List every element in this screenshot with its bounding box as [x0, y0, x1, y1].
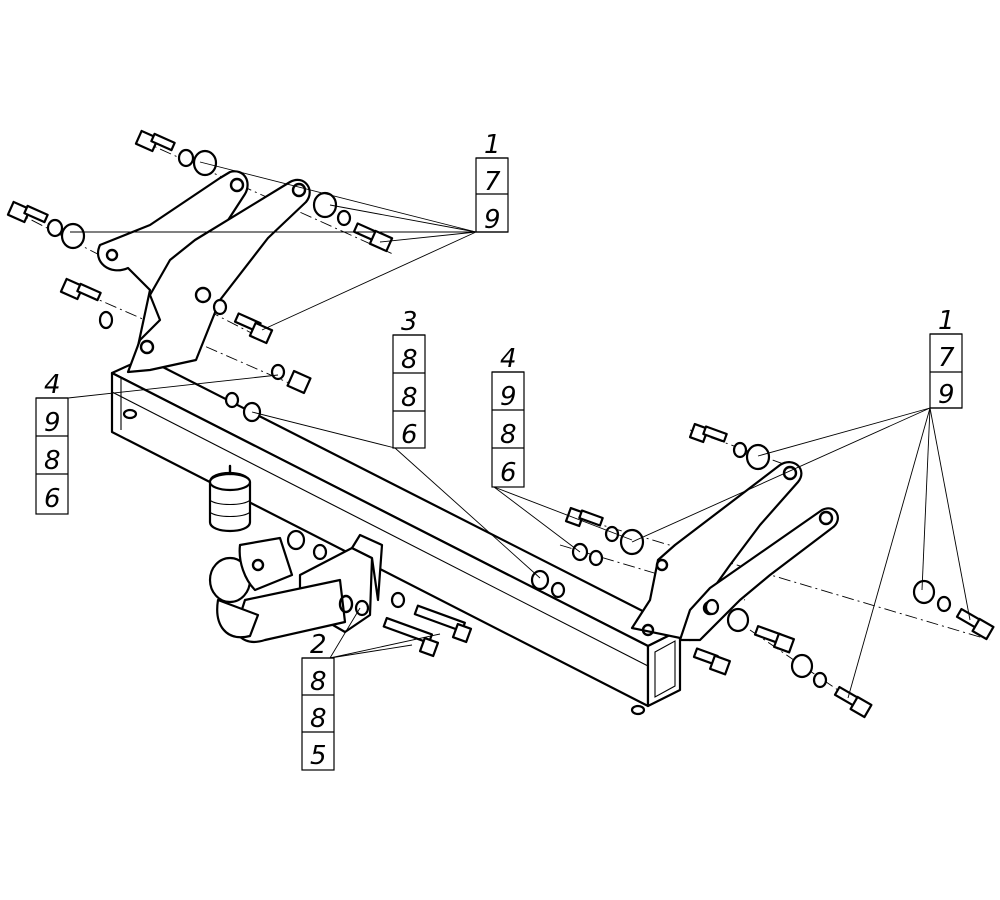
bolt-right-6 [955, 607, 995, 641]
callout-number: 6 [500, 458, 517, 488]
callout-number: 8 [401, 345, 418, 375]
callout-number: 8 [310, 704, 327, 734]
bolt-left-3 [59, 277, 102, 302]
callout-number: 8 [401, 383, 418, 413]
callout-number: 8 [44, 446, 61, 476]
callout-number: 3 [401, 307, 418, 337]
callout-number: 9 [938, 380, 955, 410]
callout-number: 6 [401, 420, 418, 450]
callout-number: 7 [484, 167, 501, 197]
left-bracket-front [126, 178, 311, 374]
bolt-left-1 [134, 129, 176, 153]
callout-left-top: 1 7 9 [475, 130, 509, 235]
callout-number: 5 [310, 741, 327, 771]
nut-left [286, 369, 312, 395]
bolt-right-2 [564, 506, 604, 528]
callout-number: 4 [500, 344, 517, 374]
callout-left-mid: 4 9 8 6 [35, 370, 69, 515]
callout-number: 8 [500, 420, 517, 450]
bolt-left-2 [6, 200, 49, 224]
leader-lines [67, 161, 971, 699]
bolt-center-1 [413, 604, 473, 644]
bolt-right-3 [753, 625, 796, 654]
bolt-center-2 [382, 616, 440, 658]
bolt-right-5 [833, 685, 873, 719]
callout-center: 3 8 8 6 [392, 307, 426, 450]
callout-number: 6 [44, 484, 61, 514]
callout-number: 9 [484, 205, 501, 235]
callout-center-right: 4 9 8 6 [491, 344, 525, 488]
fasteners [6, 129, 995, 719]
callout-bottom: 2 8 8 5 [301, 630, 335, 771]
callout-number: 1 [484, 130, 501, 160]
bolt-right-4 [692, 647, 732, 676]
callout-number: 7 [938, 343, 955, 373]
callout-number: 4 [44, 370, 61, 400]
callout-number: 1 [938, 306, 955, 336]
callout-number: 9 [500, 382, 517, 412]
callout-number: 8 [310, 667, 327, 697]
callout-number: 2 [310, 630, 327, 660]
bolt-right-1 [688, 422, 728, 444]
bolt-left-4 [352, 222, 394, 253]
callout-number: 9 [44, 408, 61, 438]
socket-cap [208, 464, 252, 533]
tow-ball-assembly [208, 533, 384, 644]
callout-right-top: 1 7 9 [929, 306, 963, 410]
